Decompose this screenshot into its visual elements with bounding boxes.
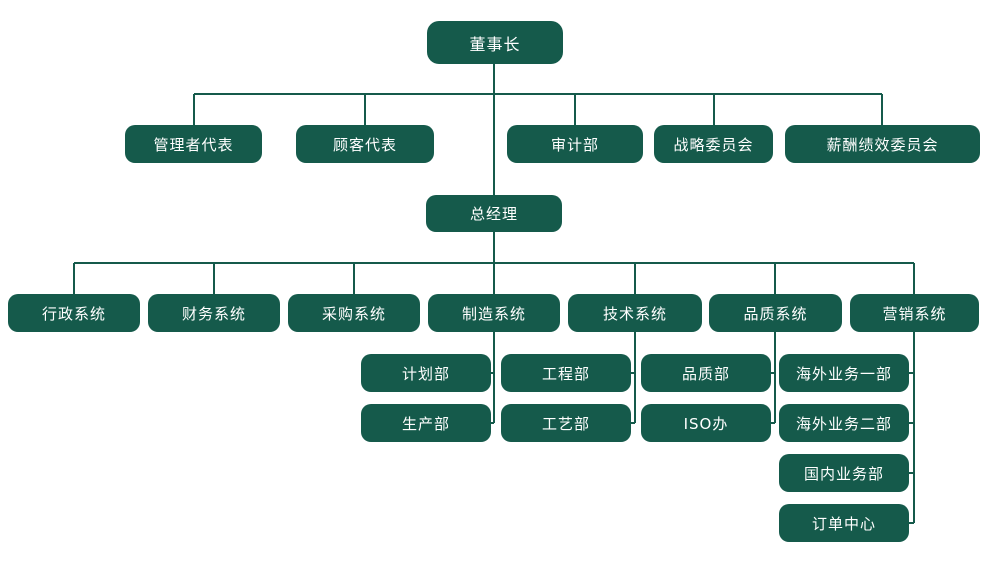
org-node-finance-system[interactable]: 财务系统 xyxy=(148,294,280,332)
org-node-compensation-performance-committee[interactable]: 薪酬绩效委员会 xyxy=(785,125,980,163)
org-node-quality-department[interactable]: 品质部 xyxy=(641,354,771,392)
org-node-procurement-system[interactable]: 采购系统 xyxy=(288,294,420,332)
org-node-overseas-business-dept-1[interactable]: 海外业务一部 xyxy=(779,354,909,392)
connector-marketing-children xyxy=(907,332,915,524)
org-node-order-center[interactable]: 订单中心 xyxy=(779,504,909,542)
org-node-domestic-business-dept[interactable]: 国内业务部 xyxy=(779,454,909,492)
org-node-planning-department[interactable]: 计划部 xyxy=(361,354,491,392)
connector-level2-bus xyxy=(193,93,883,125)
org-node-process-department[interactable]: 工艺部 xyxy=(501,404,631,442)
org-node-management-representative[interactable]: 管理者代表 xyxy=(125,125,262,163)
org-node-customer-representative[interactable]: 顾客代表 xyxy=(296,125,434,163)
org-node-quality-system[interactable]: 品质系统 xyxy=(709,294,842,332)
org-node-administration-system[interactable]: 行政系统 xyxy=(8,294,140,332)
org-node-technology-system[interactable]: 技术系统 xyxy=(568,294,702,332)
org-node-general-manager[interactable]: 总经理 xyxy=(426,195,562,232)
org-node-engineering-department[interactable]: 工程部 xyxy=(501,354,631,392)
org-node-manufacturing-system[interactable]: 制造系统 xyxy=(428,294,560,332)
org-node-audit-department[interactable]: 审计部 xyxy=(507,125,643,163)
connector-gm-to-systems-bus xyxy=(73,232,915,294)
org-node-strategy-committee[interactable]: 战略委员会 xyxy=(654,125,773,163)
org-node-marketing-system[interactable]: 营销系统 xyxy=(850,294,979,332)
org-node-chairman[interactable]: 董事长 xyxy=(427,21,563,64)
org-node-iso-office[interactable]: ISO办 xyxy=(641,404,771,442)
org-node-overseas-business-dept-2[interactable]: 海外业务二部 xyxy=(779,404,909,442)
org-node-production-department[interactable]: 生产部 xyxy=(361,404,491,442)
